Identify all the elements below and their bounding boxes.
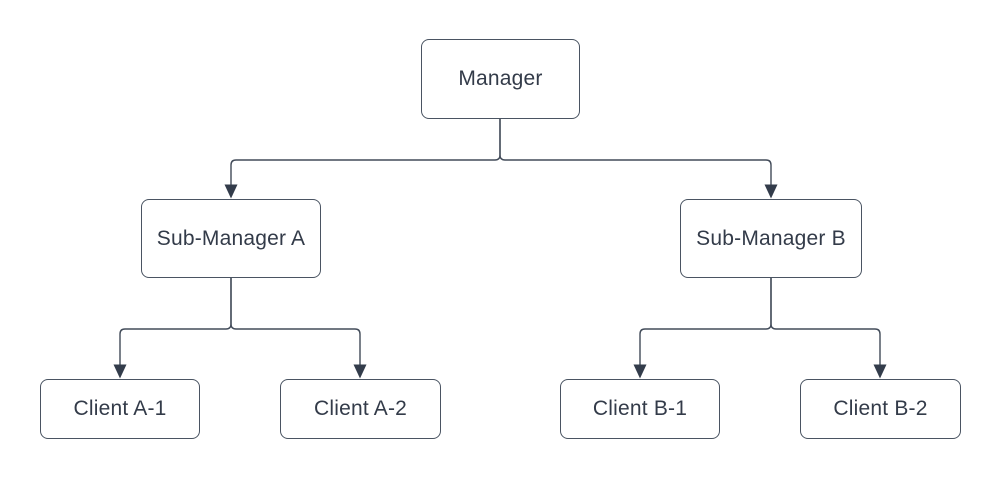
- connector-sub-a-to-client-a1: [113, 278, 232, 379]
- node-label: Sub-Manager A: [156, 226, 306, 250]
- node-label: Client B-1: [592, 397, 688, 420]
- connector-manager-to-sub-b: [499, 119, 778, 199]
- connector-sub-a-to-client-a2: [230, 278, 367, 379]
- node-client-b1[interactable]: Client B-1: [560, 379, 720, 439]
- connector-sub-b-to-client-b1: [633, 278, 772, 379]
- node-label: Manager: [458, 67, 543, 90]
- node-label: Sub-Manager B: [696, 226, 846, 250]
- arrowhead-icon: [633, 364, 647, 379]
- arrowhead-icon: [353, 364, 367, 379]
- arrowhead-icon: [113, 364, 127, 379]
- arrowhead-icon: [873, 364, 887, 379]
- node-label: Client A-1: [73, 397, 167, 420]
- arrowhead-icon: [764, 184, 778, 199]
- arrowhead-icon: [224, 184, 238, 199]
- node-client-b2[interactable]: Client B-2: [800, 379, 961, 439]
- connector-manager-to-sub-a: [224, 119, 501, 199]
- node-manager[interactable]: Manager: [421, 39, 580, 119]
- node-label: Client A-2: [313, 397, 408, 420]
- node-sub-manager-b[interactable]: Sub-Manager B: [680, 199, 862, 278]
- node-sub-manager-a[interactable]: Sub-Manager A: [141, 199, 321, 278]
- node-label: Client B-2: [833, 397, 928, 420]
- node-client-a1[interactable]: Client A-1: [40, 379, 200, 439]
- connector-sub-b-to-client-b2: [770, 278, 887, 379]
- node-client-a2[interactable]: Client A-2: [280, 379, 441, 439]
